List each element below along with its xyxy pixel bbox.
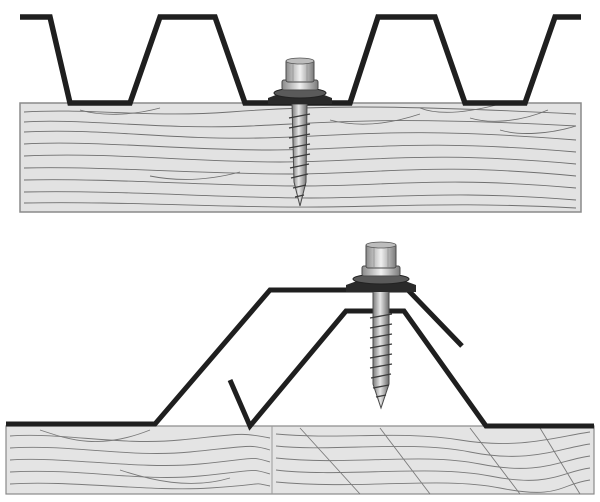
bottom-diagram: [5, 241, 595, 495]
bottom-lower-sheet: [227, 308, 594, 431]
top-screw: [268, 57, 332, 207]
top-diagram: [19, 14, 582, 213]
top-screw-threads: [288, 113, 311, 198]
bottom-wood-grain: [9, 427, 591, 495]
bottom-screw-threads: [369, 313, 393, 398]
bottom-screw: [346, 241, 416, 410]
top-wood-grain: [23, 103, 577, 209]
bottom-timber-batten: [5, 425, 595, 495]
bottom-screw-shank: [372, 289, 390, 410]
bottom-upper-sheet: [6, 287, 464, 427]
